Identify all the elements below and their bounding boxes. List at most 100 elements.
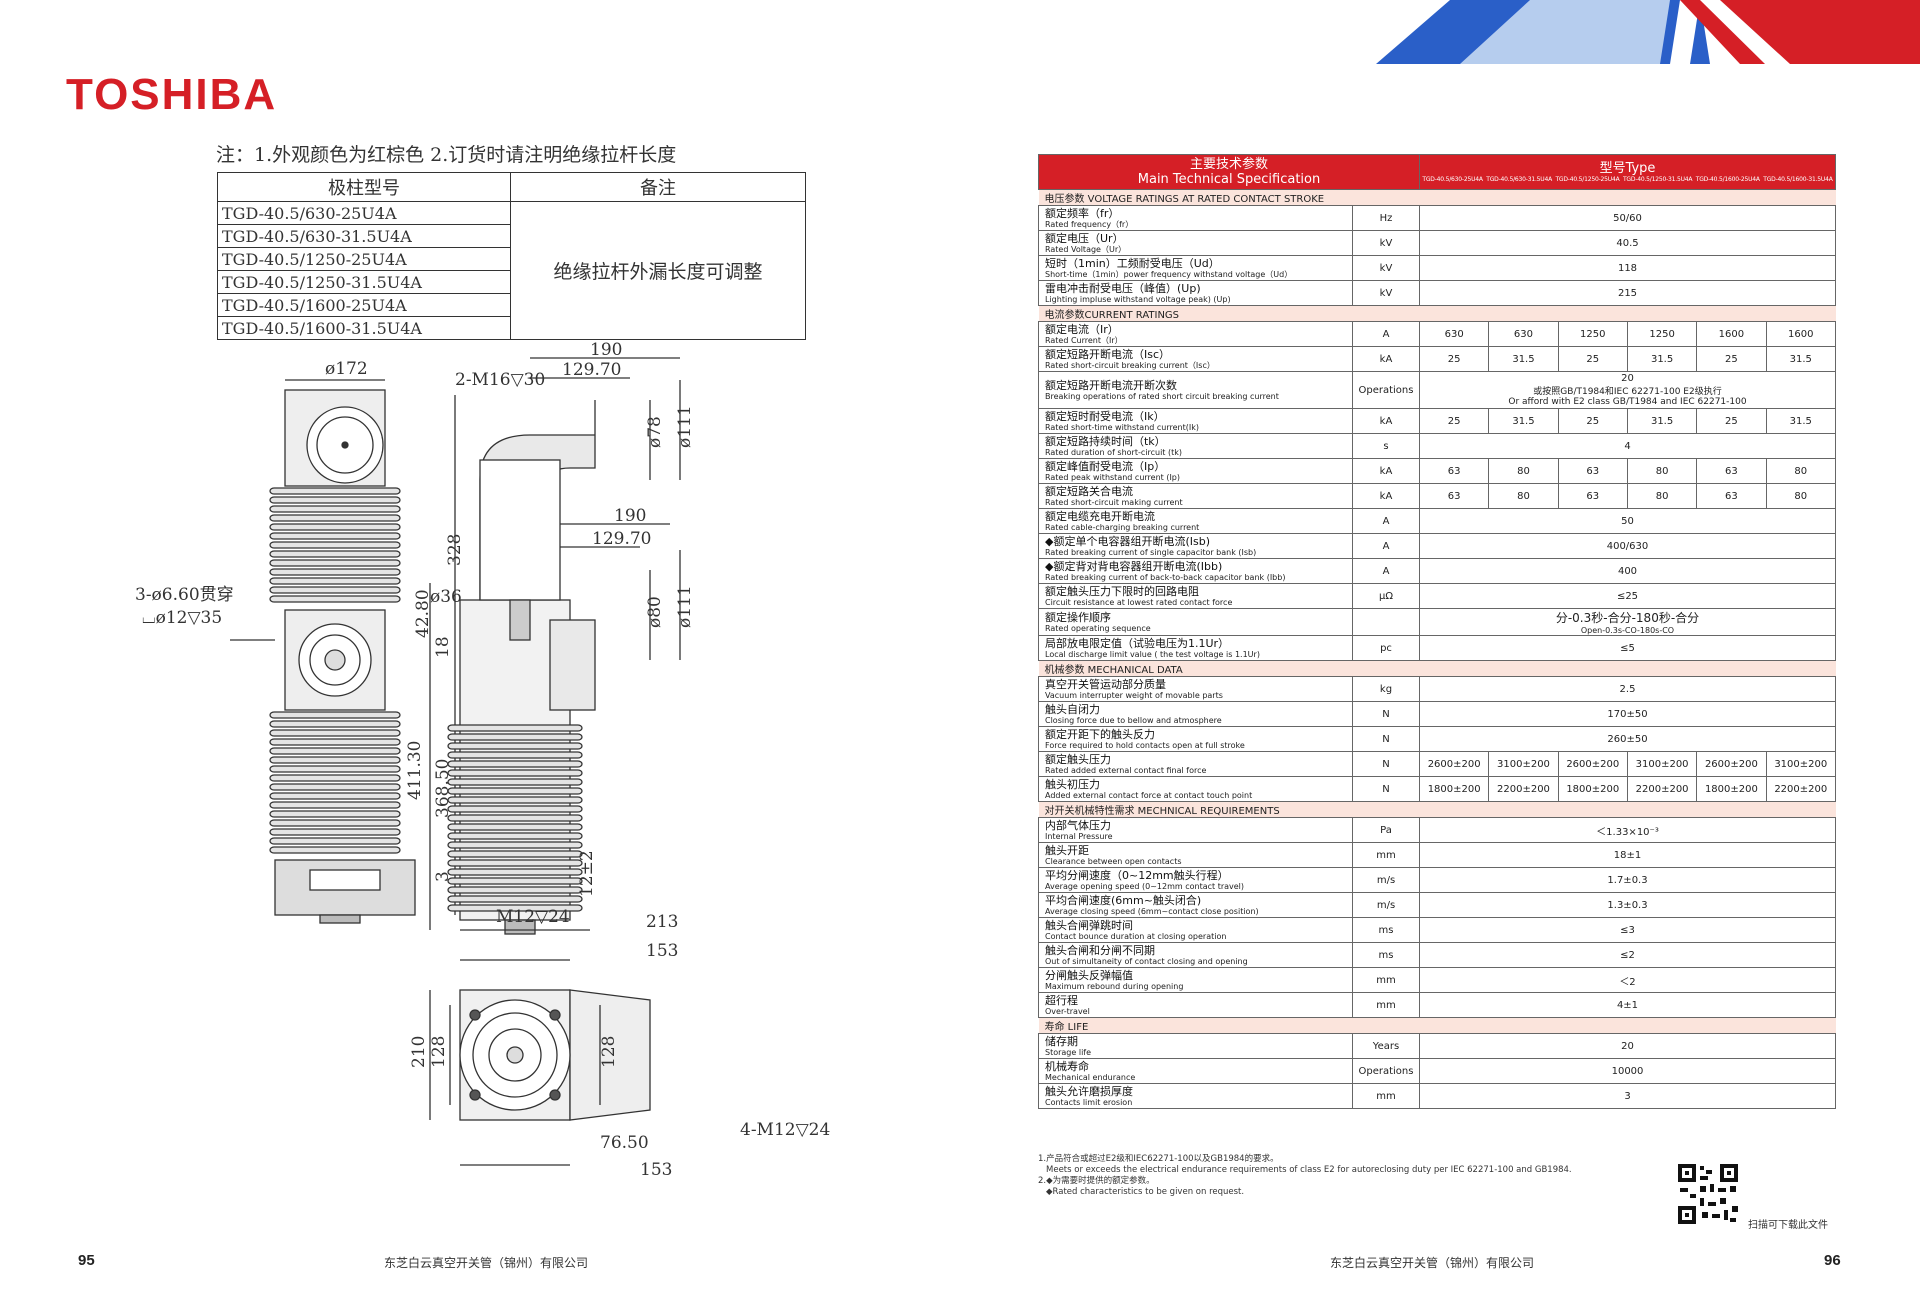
param-value: 20 bbox=[1621, 373, 1634, 384]
footer-left: 东芝白云真空开关管（锦州）有限公司 bbox=[384, 1256, 589, 1270]
param-en: Lighting impluse withstand voltage peak)… bbox=[1045, 294, 1231, 304]
param-unit: Operations bbox=[1352, 371, 1420, 409]
param-cn: ◆额定背对背电容器组开断电流(Ibb) bbox=[1045, 559, 1223, 573]
param-value: 3100±200 bbox=[1488, 751, 1559, 777]
insulator-rib bbox=[269, 756, 401, 764]
param-unit: kA bbox=[1352, 346, 1420, 372]
param-value: 1800±200 bbox=[1696, 776, 1767, 802]
type-name: TGD-40.5/630-25U4A bbox=[1422, 176, 1483, 183]
model-cell: TGD-40.5/1250-25U4A bbox=[217, 247, 511, 271]
param-cn: 额定触头压力 bbox=[1045, 752, 1111, 766]
param-value: 25 bbox=[1418, 346, 1490, 372]
param-cn: 触头初压力 bbox=[1045, 777, 1100, 791]
spec-row: 平均分闸速度（0~12mm触头行程）Average opening speed … bbox=[1038, 867, 1836, 893]
param-value: 80 bbox=[1765, 483, 1837, 509]
param-value-note: Or afford with E2 class GB/T1984 and IEC… bbox=[1508, 397, 1747, 407]
technical-drawing: ø172 2-M16▽30 328 3-ø6.60贯穿 ⌴ø12▽35 ø36 … bbox=[135, 340, 830, 1180]
insulator-rib bbox=[269, 559, 401, 567]
section-life: 寿命 LIFE bbox=[1038, 1017, 1836, 1034]
section-voltage: 电压参数 VOLTAGE RATINGS AT RATED CONTACT ST… bbox=[1038, 189, 1836, 206]
spec-table: 主要技术参数 Main Technical Specification 型号Ty… bbox=[1038, 154, 1837, 1109]
param-cn: ◆额定单个电容器组开断电流(Isb) bbox=[1045, 534, 1210, 548]
param-en: Rated added external contact final force bbox=[1045, 765, 1207, 775]
spec-row: 平均合闸速度(6mm~触头闭合)Average closing speed (6… bbox=[1038, 892, 1836, 918]
param-value: 80 bbox=[1488, 483, 1559, 509]
param-unit: A bbox=[1352, 508, 1420, 534]
param-value: 80 bbox=[1765, 458, 1837, 484]
insulator-rib bbox=[269, 541, 401, 549]
param-value: 25 bbox=[1696, 408, 1767, 434]
param-cn: 额定操作顺序 bbox=[1045, 610, 1111, 624]
insulator-rib bbox=[269, 738, 401, 746]
param-unit: s bbox=[1352, 433, 1420, 459]
param-value-note: 或按照GB/T1984和IEC 62271-100 E2级执行 bbox=[1533, 387, 1722, 397]
param-value: 50 bbox=[1419, 508, 1836, 534]
model-cell: TGD-40.5/1600-25U4A bbox=[217, 293, 511, 317]
type-name: TGD-40.5/1600-31.5U4A bbox=[1763, 176, 1833, 183]
param-en: Rated breaking current of back-to-back c… bbox=[1045, 572, 1286, 582]
param-unit: A bbox=[1352, 533, 1420, 559]
param-value: ≤3 bbox=[1419, 917, 1836, 943]
insulator-rib bbox=[447, 877, 583, 885]
param-cn: 触头自闭力 bbox=[1045, 702, 1100, 716]
param-unit: N bbox=[1352, 751, 1420, 777]
insulator-rib bbox=[269, 774, 401, 782]
insulator-rib bbox=[269, 720, 401, 728]
param-cn: 雷电冲击耐受电压（峰值）(Up) bbox=[1045, 281, 1201, 295]
param-cn: 触头合闸弹跳时间 bbox=[1045, 918, 1133, 932]
param-value: 25 bbox=[1557, 346, 1628, 372]
param-value: 分-0.3秒-合分-180秒-合分 bbox=[1555, 611, 1700, 625]
param-cn: 额定触头压力下限时的回路电阻 bbox=[1045, 584, 1199, 598]
param-unit: Hz bbox=[1352, 205, 1420, 231]
page-number-left: 95 bbox=[78, 1252, 95, 1269]
param-unit: mm bbox=[1352, 842, 1420, 868]
insulator-rib bbox=[269, 505, 401, 513]
param-value: 10000 bbox=[1419, 1058, 1836, 1084]
dim-d80: ø80 bbox=[645, 596, 665, 628]
param-en: Clearance between open contacts bbox=[1045, 856, 1182, 866]
insulator-rib bbox=[447, 823, 583, 831]
insulator-rib bbox=[447, 895, 583, 903]
type-name: TGD-40.5/1600-25U4A bbox=[1695, 176, 1760, 183]
dim-w129a: 129.70 bbox=[562, 360, 621, 380]
param-value: 400 bbox=[1419, 558, 1836, 584]
param-cn: 额定频率（fr） bbox=[1045, 206, 1120, 220]
insulator-rib bbox=[269, 586, 401, 594]
param-cn: 额定短路关合电流 bbox=[1045, 484, 1133, 498]
model-table: 极柱型号 备注 TGD-40.5/630-25U4A 绝缘拉杆外漏长度可调整 T… bbox=[217, 172, 806, 340]
insulator-rib bbox=[447, 850, 583, 858]
section-current: 电流参数CURRENT RATINGS bbox=[1038, 305, 1836, 322]
param-value: 260±50 bbox=[1419, 726, 1836, 752]
dim-w190a: 190 bbox=[590, 340, 622, 360]
param-unit: kg bbox=[1352, 676, 1420, 702]
param-cn: 触头允许磨损厚度 bbox=[1045, 1084, 1133, 1098]
insulator-rib bbox=[269, 783, 401, 791]
insulator-rib bbox=[269, 595, 401, 603]
dim-d172: ø172 bbox=[325, 359, 368, 379]
param-cn: 分闸触头反弹幅值 bbox=[1045, 968, 1133, 982]
param-en: Circuit resistance at lowest rated conta… bbox=[1045, 597, 1233, 607]
param-value: 63 bbox=[1418, 483, 1490, 509]
param-cn: 平均分闸速度（0~12mm触头行程） bbox=[1045, 868, 1229, 882]
param-en: Force required to hold contacts open at … bbox=[1045, 740, 1245, 750]
insulator-rib bbox=[447, 769, 583, 777]
spec-row: 额定峰值耐受电流（Ip）Rated peak withstand current… bbox=[1038, 458, 1837, 484]
type-name: TGD-40.5/1250-31.5U4A bbox=[1622, 176, 1693, 183]
bottom-view bbox=[429, 929, 651, 1166]
param-value: 40.5 bbox=[1419, 230, 1836, 256]
dim-m12: M12▽24 bbox=[496, 907, 570, 927]
param-value: 63 bbox=[1557, 458, 1628, 484]
param-value: 2600±200 bbox=[1418, 751, 1490, 777]
dim-w190b: 190 bbox=[614, 506, 646, 526]
param-en: Rated peak withstand current (Ip) bbox=[1045, 472, 1180, 482]
